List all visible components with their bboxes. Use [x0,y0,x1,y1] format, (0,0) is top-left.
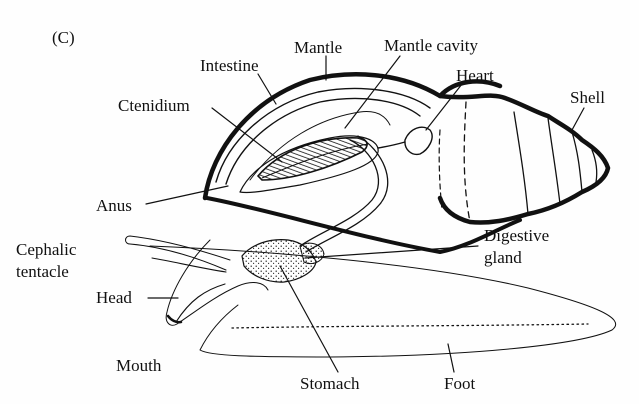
shell-suture-1 [463,101,471,223]
label-stomach: Stomach [300,374,360,393]
leader-foot [447,343,455,373]
mouth-opening [166,314,183,324]
shell-suture-5 [591,149,598,183]
label-intestine: Intestine [200,56,259,75]
shell-suture-2 [513,111,529,215]
leader-shell [571,107,585,131]
label-mantle-cavity: Mantle cavity [384,36,478,55]
leader-digestive-gland [304,245,479,259]
label-ctenidium: Ctenidium [118,96,190,115]
visceral-mass-outline [205,196,522,254]
label-digestive-gland-line1: Digestive [484,226,550,245]
cephalic-tentacle-upper [125,235,231,271]
cavity-outline [239,135,379,194]
intestine-inner [225,97,421,185]
digestive-gland-region [299,242,325,265]
ctenidium-axis [261,143,369,179]
ctenidium [256,137,368,181]
foot-outline [149,245,617,358]
label-cephalic-tentacle-line2: tentacle [16,262,69,281]
foot-sole-dotted [231,323,589,329]
snout-inner [175,283,226,323]
shell-suture-3 [547,117,561,205]
heart [404,126,433,156]
leader-heart [425,83,463,131]
label-heart: Heart [456,66,494,85]
label-shell: Shell [570,88,605,107]
label-cephalic-tentacle-line1: Cephalic [16,240,77,259]
shell-suture-4 [571,131,583,193]
leader-mantle-cavity [344,55,401,129]
shell-spire [437,93,611,225]
label-anus: Anus [96,196,132,215]
leader-intestine [257,73,277,105]
cephalic-tentacle-lower [151,257,227,273]
gut-tube-inner [305,135,389,253]
panel-letter: (C) [52,28,75,47]
label-foot: Foot [444,374,476,393]
label-digestive-gland-line2: gland [484,248,522,267]
label-head: Head [96,288,132,307]
shell-inner-divide [438,129,443,211]
mantle-outline [202,72,503,201]
heart-vessel [377,141,406,149]
mantle-cavity-line [249,111,391,181]
intestine-outer [215,87,431,183]
leader-ctenidium [211,107,283,163]
head-outline [165,239,269,326]
label-mouth: Mouth [116,356,162,375]
label-mantle: Mantle [294,38,343,57]
leader-stomach [279,265,339,373]
gut-tube-outer [299,139,380,247]
leader-anus [145,185,229,205]
